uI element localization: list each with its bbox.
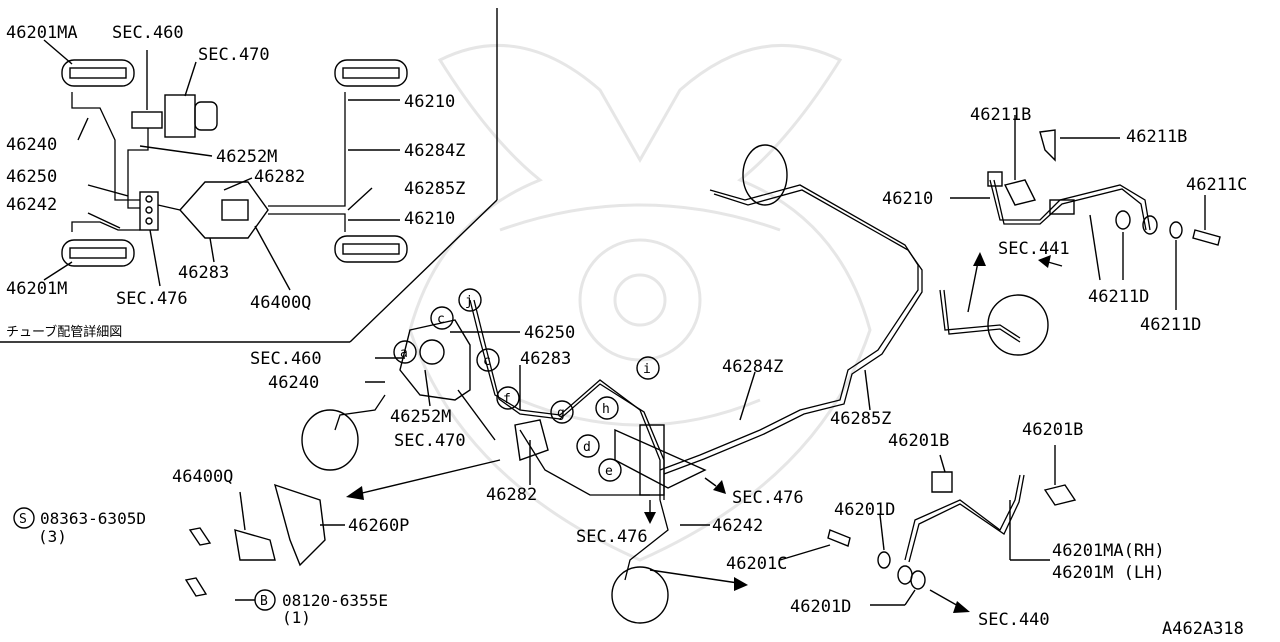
label-46211B-b: 46211B [1126,127,1187,147]
svg-text:h: h [602,402,610,417]
svg-text:c: c [483,354,491,369]
label-46240: 46240 [268,373,319,393]
direction-arrows [346,252,1063,613]
label-46210-top: 46210 [404,92,455,112]
label-46201D-b: 46201D [790,597,851,617]
label-sec460: SEC.460 [250,349,322,369]
label-46252M: 46252M [390,407,451,427]
bolt-b-qty: (1) [282,608,311,627]
label-46201M: 46201M [6,279,67,299]
label-46201B-b: 46201B [1022,420,1083,440]
svg-text:f: f [503,392,511,407]
label-46211D-a: 46211D [1088,287,1149,307]
label-46250: 46250 [6,167,57,187]
label-46284Z: 46284Z [722,357,783,377]
label-46201MA-rh: 46201MA(RH) [1052,541,1165,561]
callout-c-1: c [430,306,454,330]
label-46283: 46283 [178,263,229,283]
label-46285Z: 46285Z [404,179,465,199]
label-sec460: SEC.460 [112,23,184,43]
bolt-b-badge: B [254,589,276,611]
callout-g: g [550,400,574,424]
label-46201MA: 46201MA [6,23,78,43]
svg-text:g: g [557,406,565,421]
label-46252M: 46252M [216,147,277,167]
label-46201M-lh: 46201M (LH) [1052,563,1165,583]
callout-f: f [496,386,520,410]
label-sec476: SEC.476 [116,289,188,309]
callout-h: h [595,396,619,420]
label-46284Z: 46284Z [404,141,465,161]
label-46250: 46250 [524,323,575,343]
bolt-s-qty: (3) [38,527,67,546]
svg-text:e: e [605,464,613,479]
callout-e: e [598,458,622,482]
bolt-callouts: S 08363-6305D (3) B 08120-6355E (1) [13,507,388,627]
callout-a: a [393,340,417,364]
callout-c-2: c [476,348,500,372]
svg-text:d: d [583,440,591,455]
label-46201C: 46201C [726,554,787,574]
svg-text:i: i [643,362,651,377]
label-sec441: SEC.441 [998,239,1070,259]
label-46210: 46210 [882,189,933,209]
label-46240: 46240 [6,135,57,155]
label-46260P: 46260P [348,516,409,536]
label-46285Z: 46285Z [830,409,891,429]
bolt-s-code: 08363-6305D [40,509,146,528]
diagram-id: A462A318 [1162,619,1244,638]
label-46400Q: 46400Q [250,293,311,313]
label-46283: 46283 [520,349,571,369]
svg-text:B: B [260,594,268,609]
callout-d: d [576,434,600,458]
inset-caption: チューブ配管詳細図 [6,324,122,340]
callout-i: i [636,356,660,380]
label-46211C: 46211C [1186,175,1247,195]
label-46211D-b: 46211D [1140,315,1201,335]
callout-markers: a c j c f g h i [393,288,660,482]
label-46201B-a: 46201B [888,431,949,451]
label-sec440: SEC.440 [978,610,1050,630]
label-46201D-a: 46201D [834,500,895,520]
bolt-s-badge: S [13,507,35,529]
svg-text:S: S [19,512,27,527]
inset-schematic [43,39,408,291]
svg-text:j: j [465,294,473,309]
callout-j: j [458,288,482,312]
label-46211B-a: 46211B [970,105,1031,125]
svg-text:a: a [400,346,408,361]
label-sec476-a: SEC.476 [732,488,804,508]
label-46282: 46282 [254,167,305,187]
label-46282: 46282 [486,485,537,505]
inset-frame [0,8,498,343]
svg-text:c: c [437,312,445,327]
label-46210-bot: 46210 [404,209,455,229]
label-46242: 46242 [712,516,763,536]
label-46400Q: 46400Q [172,467,233,487]
main-labels: 46250 SEC.460 46283 46240 46252M SEC.470… [172,105,1247,630]
bolt-b-code: 08120-6355E [282,591,388,610]
inset-labels: 46201MA SEC.460 SEC.470 46210 46240 4625… [6,23,465,340]
label-46242: 46242 [6,195,57,215]
label-sec470: SEC.470 [198,45,270,65]
label-sec476-b: SEC.476 [576,527,648,547]
label-sec470: SEC.470 [394,431,466,451]
main-assembly [184,115,1221,624]
